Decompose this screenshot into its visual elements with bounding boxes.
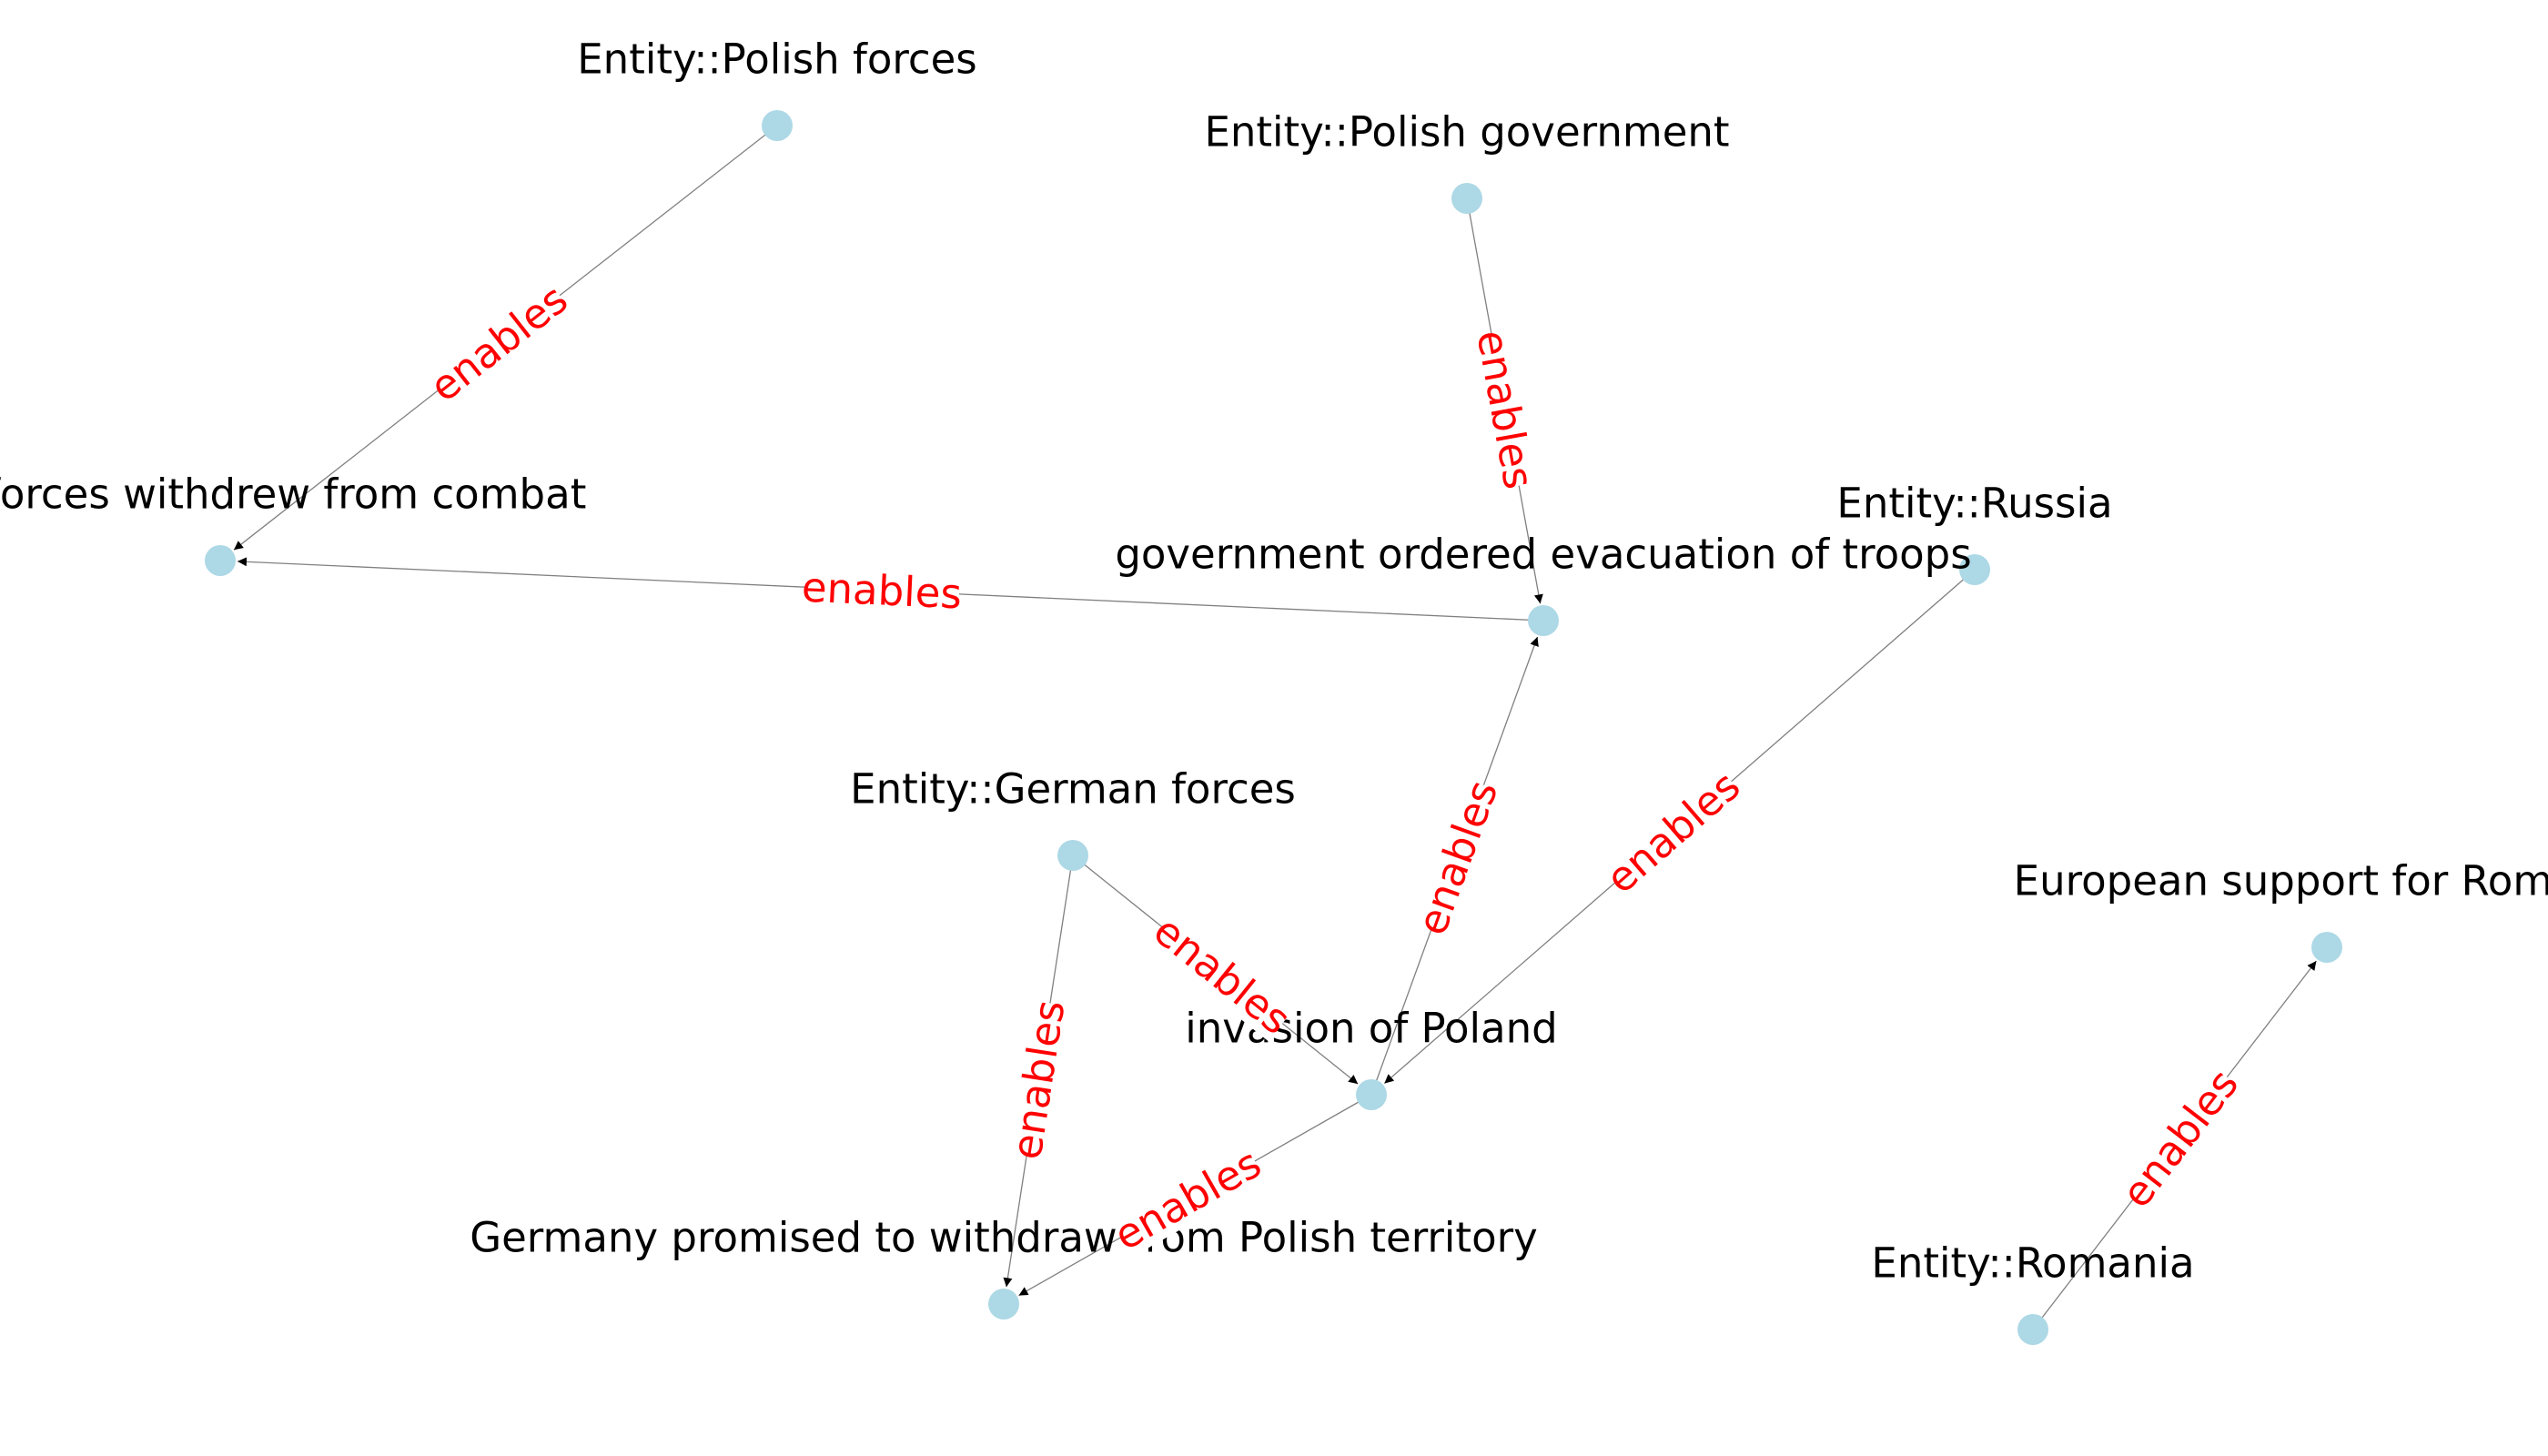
node-withdrew-from-combat bbox=[205, 545, 236, 576]
edge-label: enables bbox=[1408, 774, 1508, 942]
node-germany-promised bbox=[988, 1289, 1019, 1320]
edge-label-group: enables bbox=[420, 275, 576, 411]
edge-label-group: enables bbox=[1408, 774, 1508, 942]
node-invasion bbox=[1356, 1079, 1387, 1110]
node-polish-government bbox=[1451, 183, 1482, 214]
node-german-forces bbox=[1057, 840, 1088, 871]
node-label-german-forces: Entity::German forces bbox=[850, 765, 1296, 814]
edge-label-background bbox=[423, 277, 574, 410]
node-label-polish-forces: Entity::Polish forces bbox=[577, 35, 977, 84]
edge-label-background bbox=[803, 564, 961, 617]
edge-label-group: enables bbox=[801, 563, 963, 619]
edge-label-background bbox=[1599, 763, 1747, 901]
node-romania bbox=[2017, 1314, 2048, 1345]
edge-labels-layer: enables enables enables enables enables enabl… bbox=[420, 275, 2248, 1260]
edge-label: enables bbox=[420, 275, 576, 411]
edge-label-background bbox=[1148, 908, 1297, 1042]
node-european-support bbox=[2311, 932, 2342, 963]
edge-label-group: enables bbox=[2112, 1060, 2248, 1217]
edge-label-background bbox=[1108, 1141, 1267, 1258]
nodes-layer bbox=[205, 110, 2342, 1345]
node-russia bbox=[1959, 554, 1990, 585]
edge-label-group: enables bbox=[1002, 996, 1074, 1162]
node-label-germany-promised: Germany promised to withdraw from Polish… bbox=[470, 1214, 1538, 1262]
edge-label-background bbox=[1410, 777, 1505, 938]
node-ordered-evacuation bbox=[1528, 605, 1559, 636]
edge-label-group: enables bbox=[1597, 762, 1750, 904]
edge-label: enables bbox=[1597, 762, 1750, 904]
node-label-european-support: European support for Romania bbox=[2014, 857, 2548, 905]
edge-label: enables bbox=[1002, 996, 1074, 1162]
edge-label-background bbox=[2114, 1063, 2246, 1214]
node-label-polish-government: Entity::Polish government bbox=[1204, 108, 1729, 157]
edge-label: enables bbox=[2112, 1060, 2248, 1217]
node-label-romania: Entity::Romania bbox=[1871, 1239, 2194, 1288]
node-polish-forces bbox=[762, 110, 793, 141]
edge-label: enables bbox=[1467, 327, 1543, 493]
edge-label-group: enables bbox=[1467, 327, 1543, 493]
edge-label-background bbox=[1004, 999, 1073, 1160]
node-label-russia: Entity::Russia bbox=[1836, 480, 2112, 528]
edge-label: enables bbox=[801, 563, 963, 619]
edge-label-background bbox=[1469, 329, 1542, 490]
node-label-ordered-evacuation: government ordered evacuation of troops bbox=[1115, 531, 1971, 579]
node-label-withdrew-from-combat: Polish forces withdrew from combat bbox=[0, 470, 586, 519]
